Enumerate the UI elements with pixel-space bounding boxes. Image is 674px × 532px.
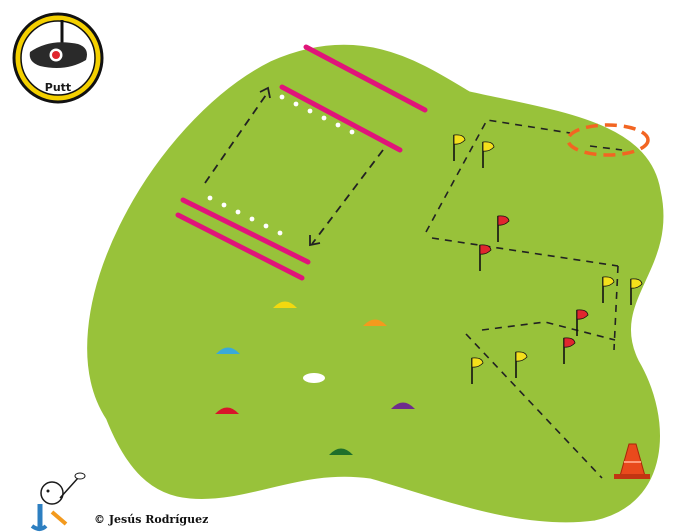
putt-badge: Putt <box>14 14 102 102</box>
white-ball-marker <box>303 373 325 383</box>
badge-label: Putt <box>45 81 71 94</box>
author-logo <box>32 473 85 530</box>
copyright-text: © Jesús Rodríguez <box>94 513 208 526</box>
